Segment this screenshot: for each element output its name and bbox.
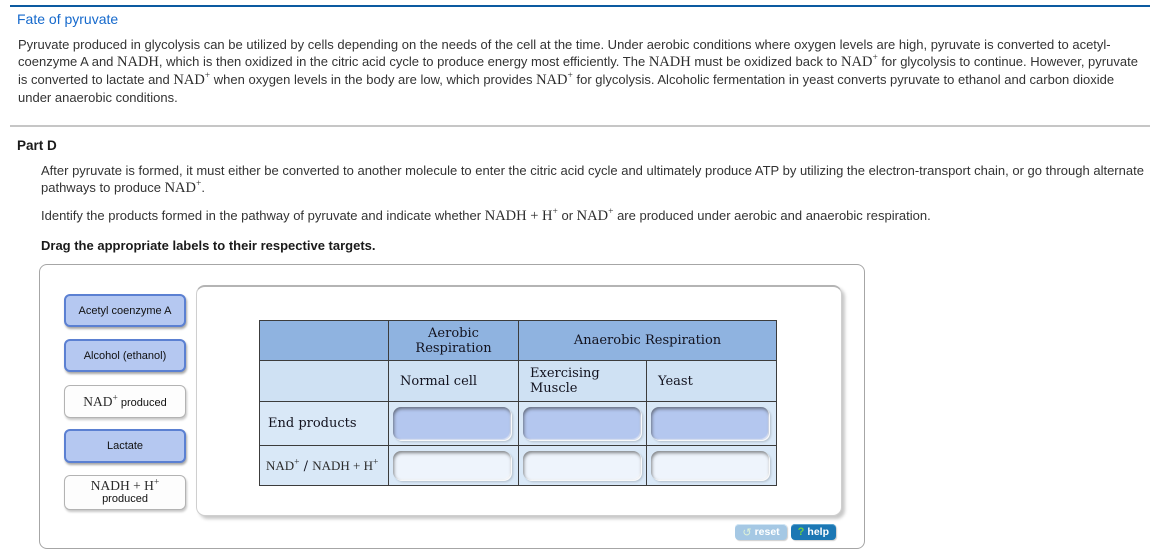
reset-icon: ↺ <box>742 526 752 539</box>
part-d-heading: Part D <box>17 138 57 153</box>
drop-panel: Aerobic Respiration Anaerobic Respiratio… <box>196 285 842 516</box>
drag-label-text: Acetyl coenzyme A <box>78 304 172 317</box>
reset-button[interactable]: ↺ reset <box>735 524 787 540</box>
cell-end-products-yeast <box>646 401 777 446</box>
help-button[interactable]: ? help <box>790 524 836 540</box>
row-label-nad-nadh: NAD+ / NADH + H+ <box>259 445 389 486</box>
drag-label-text: Lactate <box>106 440 144 452</box>
help-icon: ? <box>797 526 805 538</box>
drag-label-alcohol-ethanol[interactable]: Alcohol (ethanol) <box>64 339 186 372</box>
drag-label-text: Alcohol (ethanol) <box>83 349 167 362</box>
drag-drop-activity-area: Acetyl coenzyme A Alcohol (ethanol) NAD+… <box>39 264 865 549</box>
drag-label-text-line1: NADH + H+ <box>90 477 160 493</box>
top-divider <box>10 5 1150 7</box>
cell-end-products-muscle <box>518 401 647 446</box>
drop-target-nad-normal-cell[interactable] <box>393 451 511 480</box>
drop-target-end-products-yeast[interactable] <box>651 407 769 440</box>
drop-target-end-products-normal-cell[interactable] <box>393 407 511 440</box>
cell-nad-yeast <box>646 445 777 486</box>
row-label-end-products: End products <box>259 401 389 446</box>
corner-header-cell <box>259 320 389 361</box>
drag-label-text: NAD+ produced <box>83 393 167 409</box>
drag-label-lactate[interactable]: Lactate <box>64 429 186 463</box>
part-d-paragraph-1: After pyruvate is formed, it must either… <box>41 163 1144 196</box>
part-d-paragraph-2: Identify the products formed in the path… <box>41 207 931 224</box>
drop-table: Aerobic Respiration Anaerobic Respiratio… <box>259 320 777 486</box>
drag-label-acetyl-coenzyme-a[interactable]: Acetyl coenzyme A <box>64 294 186 327</box>
drag-instruction: Drag the appropriate labels to their res… <box>41 238 376 253</box>
column-header-exercising-muscle: Exercising Muscle <box>518 360 647 402</box>
column-group-header-anaerobic: Anaerobic Respiration <box>518 320 777 361</box>
reset-button-label: reset <box>754 526 780 538</box>
column-header-yeast: Yeast <box>646 360 777 402</box>
section-divider <box>10 125 1150 127</box>
drop-target-nad-exercising-muscle[interactable] <box>523 451 641 480</box>
empty-subheader-cell <box>259 360 389 402</box>
help-button-label: help <box>807 526 829 538</box>
cell-nad-muscle <box>518 445 647 486</box>
activity-buttons: ↺ reset ? help <box>735 524 836 540</box>
page-title: Fate of pyruvate <box>17 11 119 27</box>
cell-end-products-normal <box>388 401 519 446</box>
column-header-normal-cell: Normal cell <box>388 360 519 402</box>
drag-label-text-line2: produced <box>102 493 148 505</box>
cell-nad-normal <box>388 445 519 486</box>
drag-label-nadh-h-produced[interactable]: NADH + H+ produced <box>64 475 186 510</box>
drag-label-nad-produced[interactable]: NAD+ produced <box>64 385 186 418</box>
intro-paragraph: Pyruvate produced in glycolysis can be u… <box>18 37 1138 105</box>
drop-target-end-products-exercising-muscle[interactable] <box>523 407 641 440</box>
column-group-header-aerobic: Aerobic Respiration <box>388 320 519 361</box>
drop-target-nad-yeast[interactable] <box>651 451 769 480</box>
